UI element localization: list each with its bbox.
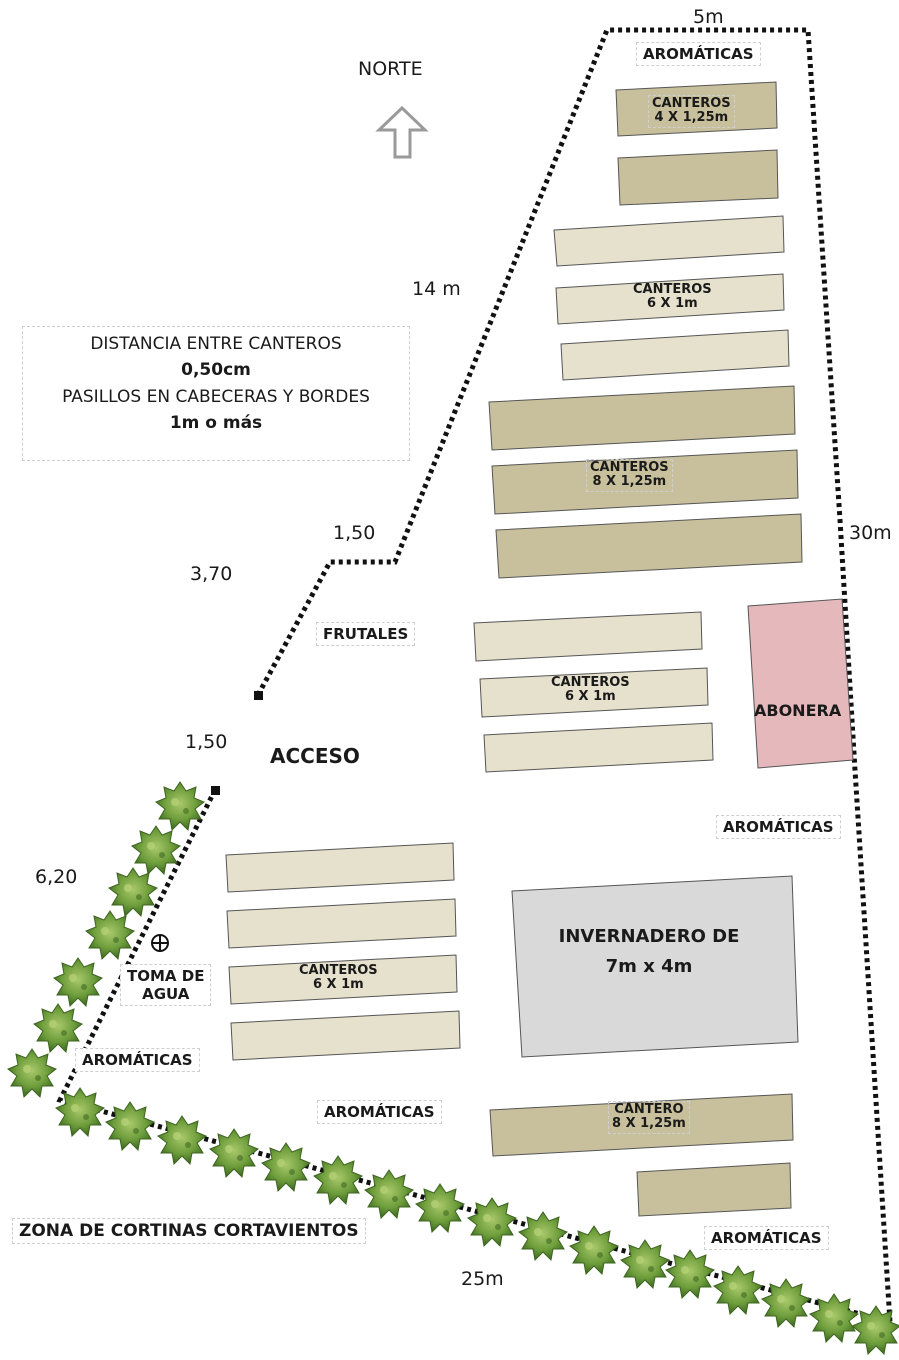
bed xyxy=(230,1010,461,1061)
aromaticas-label: AROMÁTICAS xyxy=(75,1048,200,1072)
aromaticas-label: AROMÁTICAS xyxy=(317,1100,442,1124)
tree-icon xyxy=(33,1003,83,1053)
bed-group-label: CANTEROS 4 X 1,25m xyxy=(648,95,735,128)
notes-line-1: DISTANCIA ENTRE CANTEROS xyxy=(90,334,342,354)
tree-icon xyxy=(261,1142,311,1192)
bed xyxy=(225,842,455,893)
tree-icon xyxy=(364,1169,414,1219)
acceso-label: ACCESO xyxy=(264,742,366,770)
notes-line-2: 0,50cm xyxy=(181,360,251,381)
tree-icon xyxy=(155,781,205,831)
greenhouse-label: INVERNADERO DE 7m x 4m xyxy=(558,926,740,977)
tree-icon xyxy=(105,1101,155,1151)
tree-icon xyxy=(55,1087,105,1137)
bed-group-label: CANTEROS 6 X 1m xyxy=(551,675,630,705)
dimension-bottom: 25m xyxy=(461,1268,504,1290)
tree-icon xyxy=(85,910,135,960)
water-intake-label: TOMA DE AGUA xyxy=(120,964,212,1006)
dimension-step-short: 1,50 xyxy=(333,522,376,544)
access-post-north xyxy=(254,691,263,700)
notes-line-4: 1m o más xyxy=(169,413,263,434)
dimension-right: 30m xyxy=(849,522,892,544)
aromaticas-label: AROMÁTICAS xyxy=(636,42,761,66)
bed-group-label: CANTERO 8 X 1,25m xyxy=(608,1101,690,1134)
dimension-step-long: 3,70 xyxy=(190,563,233,585)
bed xyxy=(553,215,785,267)
tree-icon xyxy=(761,1278,811,1328)
tree-icon xyxy=(209,1128,259,1178)
bed-group-label: CANTEROS 8 X 1,25m xyxy=(586,459,673,492)
windbreak-zone-label: ZONA DE CORTINAS CORTAVIENTOS xyxy=(12,1218,366,1245)
access-post-south xyxy=(211,786,220,795)
bed xyxy=(488,385,796,451)
tree-icon xyxy=(313,1155,363,1205)
bed xyxy=(479,667,709,718)
tree-icon xyxy=(620,1239,670,1289)
notes-line-3: PASILLOS EN CABECERAS Y BORDES xyxy=(62,386,370,407)
tree-icon xyxy=(518,1211,568,1261)
bed xyxy=(473,611,703,662)
bed xyxy=(489,1093,794,1157)
tree-icon xyxy=(569,1225,619,1275)
north-arrow-icon xyxy=(375,105,429,159)
tree-icon xyxy=(108,867,158,917)
abonera-label: ABONERA xyxy=(754,701,842,720)
bed xyxy=(560,329,790,381)
bed-group-label: CANTEROS 6 X 1m xyxy=(633,282,712,312)
tree-icon xyxy=(851,1305,899,1355)
dimension-access-gap: 1,50 xyxy=(185,731,228,753)
bed xyxy=(617,149,779,206)
bed xyxy=(495,513,803,579)
aromaticas-label: AROMÁTICAS xyxy=(716,815,841,839)
tree-icon xyxy=(665,1249,715,1299)
tree-icon xyxy=(467,1197,517,1247)
bed xyxy=(636,1162,792,1217)
boundary-south-west xyxy=(56,788,891,1325)
aromaticas-label: AROMÁTICAS xyxy=(704,1226,829,1250)
bed xyxy=(228,954,458,1005)
tree-icon xyxy=(131,825,181,875)
notes-box: DISTANCIA ENTRE CANTEROS 0,50cm PASILLOS… xyxy=(22,326,410,461)
greenhouse xyxy=(511,875,799,1058)
dimension-left-diagonal: 14 m xyxy=(412,278,461,300)
dimension-left-bottom: 6,20 xyxy=(35,866,78,888)
tree-icon xyxy=(157,1115,207,1165)
tree-icon xyxy=(415,1183,465,1233)
frutales-label: FRUTALES xyxy=(316,622,416,646)
bed xyxy=(555,273,785,325)
abonera xyxy=(747,598,854,769)
north-label: NORTE xyxy=(358,58,423,80)
dimension-top: 5m xyxy=(693,6,724,28)
perimeter xyxy=(56,27,893,1325)
bed xyxy=(491,449,799,515)
tree-icon xyxy=(7,1048,57,1098)
bed-group-label: CANTEROS 6 X 1m xyxy=(299,963,378,993)
bed xyxy=(483,722,714,773)
boundary-north-east xyxy=(255,27,893,1323)
water-tap-icon xyxy=(151,934,169,952)
tree-icon xyxy=(53,957,103,1007)
tree-icon xyxy=(713,1265,763,1315)
bed xyxy=(226,898,457,949)
